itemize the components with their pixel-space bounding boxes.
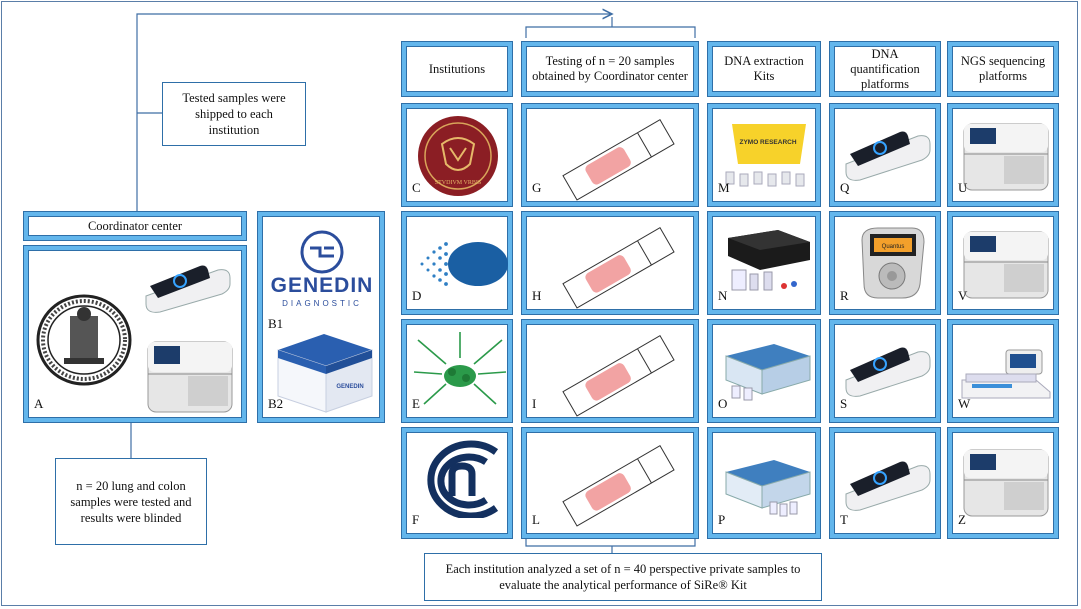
cell-institution-d: D bbox=[402, 212, 512, 314]
header-institutions: Institutions bbox=[402, 42, 512, 96]
quantus-device-icon: Quantus bbox=[861, 227, 925, 299]
label-z: Z bbox=[958, 512, 966, 527]
quantus-text: Quantus bbox=[882, 244, 905, 250]
label-m: M bbox=[718, 180, 730, 195]
extraction-kit-o-icon bbox=[725, 344, 811, 401]
label-g: G bbox=[532, 180, 542, 195]
cell-ngs-u: U bbox=[948, 104, 1058, 206]
cell-testing-i: I bbox=[522, 320, 698, 422]
qubit-device-icon bbox=[845, 131, 931, 181]
label-e: E bbox=[412, 396, 420, 411]
sapienza-seal-icon: STVDIVM VRBIS bbox=[418, 116, 498, 196]
ngs-w-device-icon bbox=[961, 349, 1051, 399]
slide-icon bbox=[562, 119, 675, 201]
cell-ngs-v: V bbox=[948, 212, 1058, 314]
label-w: W bbox=[958, 396, 971, 411]
label-o: O bbox=[718, 396, 728, 411]
cnr-logo-icon bbox=[427, 440, 499, 518]
cell-institution-c: STVDIVM VRBIS C bbox=[402, 104, 512, 206]
label-b1: B1 bbox=[268, 316, 284, 331]
header-dna-extraction: DNA extraction Kits bbox=[708, 42, 820, 96]
cell-quant-r: Quantus R bbox=[830, 212, 940, 314]
cell-quant-t: T bbox=[830, 428, 940, 538]
genedin-logo-icon: GENEDIN DIAGNOSTIC bbox=[271, 230, 374, 308]
federico-seal-icon bbox=[36, 294, 132, 386]
zymo-kit-icon: ZYMO RESEARCH bbox=[725, 124, 806, 187]
coordinator-cell-b: GENEDIN DIAGNOSTIC B1 GENEDIN B2 bbox=[258, 212, 384, 422]
extraction-kit-p-icon bbox=[725, 460, 811, 517]
cell-quant-q: Q bbox=[830, 104, 940, 206]
cell-ngs-z: Z bbox=[948, 428, 1058, 538]
top-bracket bbox=[525, 17, 696, 38]
label-p: P bbox=[718, 512, 726, 527]
coordinator-center-title: Coordinator center bbox=[24, 212, 246, 240]
label-c: C bbox=[412, 180, 421, 195]
genedin-kit-box-icon: GENEDIN bbox=[277, 334, 373, 413]
cell-extraction-n: N bbox=[708, 212, 820, 314]
sequencer-icon bbox=[963, 231, 1049, 299]
genedin-logo-text: GENEDIN bbox=[271, 274, 374, 297]
cell-institution-e: E bbox=[402, 320, 512, 422]
label-d: D bbox=[412, 288, 422, 303]
qubit-device-icon bbox=[845, 461, 931, 511]
arrow-to-institutions bbox=[136, 14, 612, 212]
label-a: A bbox=[34, 396, 44, 411]
institutions-analyzed-note: Each institution analyzed a set of n = 4… bbox=[424, 553, 822, 601]
header-ngs: NGS sequencing platforms bbox=[948, 42, 1058, 96]
genedin-logo-sub: DIAGNOSTIC bbox=[282, 299, 362, 308]
sequencer-device-icon bbox=[147, 341, 233, 413]
label-n: N bbox=[718, 288, 728, 303]
label-f: F bbox=[412, 512, 420, 527]
cell-extraction-m: ZYMO RESEARCH M bbox=[708, 104, 820, 206]
label-i: I bbox=[532, 396, 537, 411]
qubit-device-icon bbox=[845, 347, 931, 397]
slide-icon bbox=[562, 445, 675, 527]
institution-d-logo-icon bbox=[420, 242, 508, 286]
label-v: V bbox=[958, 288, 968, 303]
label-r: R bbox=[840, 288, 849, 303]
label-b2: B2 bbox=[268, 396, 284, 411]
label-u: U bbox=[958, 180, 968, 195]
cell-extraction-p: P bbox=[708, 428, 820, 538]
institution-e-logo-icon bbox=[413, 332, 507, 405]
zymo-text: ZYMO RESEARCH bbox=[739, 139, 796, 146]
coordinator-samples-note: n = 20 lung and colon samples were teste… bbox=[55, 458, 207, 545]
extraction-kit-n-icon bbox=[728, 230, 810, 291]
sequencer-icon bbox=[963, 123, 1049, 191]
cell-quant-s: S bbox=[830, 320, 940, 422]
cell-institution-f: F bbox=[402, 428, 512, 538]
shipped-note: Tested samples were shipped to each inst… bbox=[162, 82, 306, 146]
genedin-box-text: GENEDIN bbox=[336, 384, 363, 390]
quantification-device-icon bbox=[145, 265, 231, 313]
cell-testing-h: H bbox=[522, 212, 698, 314]
label-l: L bbox=[532, 512, 540, 527]
cell-ngs-w: W bbox=[948, 320, 1058, 422]
cell-testing-l: L bbox=[522, 428, 698, 538]
label-h: H bbox=[532, 288, 542, 303]
slide-icon bbox=[562, 227, 675, 309]
label-q: Q bbox=[840, 180, 850, 195]
coordinator-cell-a: A bbox=[24, 246, 246, 422]
label-t: T bbox=[840, 512, 848, 527]
cell-testing-g: G bbox=[522, 104, 698, 206]
slide-icon bbox=[562, 335, 675, 417]
cell-extraction-o: O bbox=[708, 320, 820, 422]
header-testing: Testing of n = 20 samples obtained by Co… bbox=[522, 42, 698, 96]
sequencer-icon bbox=[963, 449, 1049, 517]
bottom-bracket bbox=[525, 538, 696, 553]
sapienza-text: STVDIVM VRBIS bbox=[435, 180, 481, 186]
label-s: S bbox=[840, 396, 848, 411]
header-dna-quantification: DNA quantification platforms bbox=[830, 42, 940, 96]
